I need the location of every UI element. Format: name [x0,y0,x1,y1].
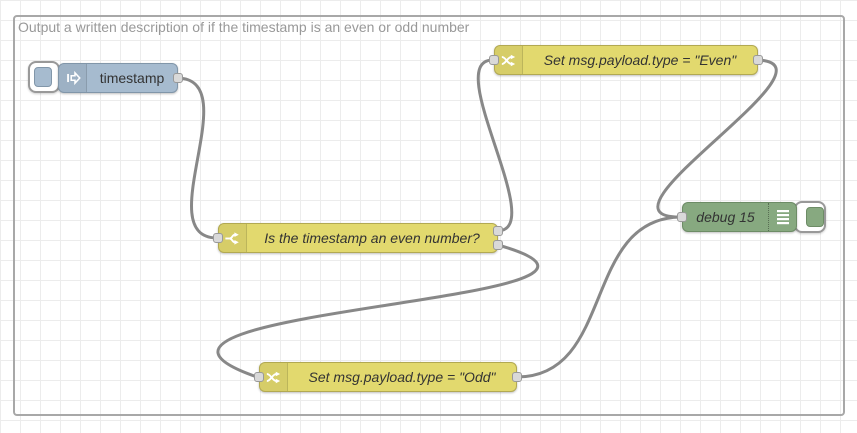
inject-arrow-icon [59,64,87,92]
switch-output-port-1[interactable] [493,226,503,236]
set-odd-input-port[interactable] [254,372,264,382]
node-is-even-switch[interactable]: Is the timestamp an even number? [213,223,503,253]
node-label: debug 15 [696,209,755,225]
node-label: timestamp [99,70,165,86]
timestamp-output-port[interactable] [173,73,183,83]
switch-input-port[interactable] [213,233,223,243]
shuffle-icon [495,46,523,74]
wire-set-even-to-debug[interactable] [656,58,778,219]
debug-input-port[interactable] [677,212,687,222]
node-label: Set msg.payload.type = "Odd" [308,369,496,385]
node-label: Is the timestamp an even number? [264,230,480,246]
set-even-output-port[interactable] [753,55,763,65]
node-set-odd-change[interactable]: Set msg.payload.type = "Odd" [254,362,522,392]
switch-output-port-2[interactable] [493,240,503,250]
wire-switch-out1-to-set-even[interactable] [476,58,514,233]
inject-trigger-button-face [34,67,52,87]
node-set-even-change[interactable]: Set msg.payload.type = "Even" [489,45,763,75]
shuffle-icon [260,363,288,391]
flow-group-outline[interactable] [13,15,845,416]
node-timestamp-inject[interactable]: timestamp [58,63,183,93]
inject-trigger-button[interactable] [28,61,60,93]
node-debug-15[interactable]: debug 15 [677,202,797,232]
list-icon [768,203,796,231]
wire-switch-out2-to-set-odd[interactable] [216,243,539,379]
debug-toggle-button-face [806,207,824,227]
set-even-input-port[interactable] [489,55,499,65]
node-label: Set msg.payload.type = "Even" [543,52,737,68]
set-odd-output-port[interactable] [512,372,522,382]
debug-toggle-button[interactable] [794,201,826,233]
switch-fork-icon [219,224,247,252]
wire-set-odd-to-debug[interactable] [515,215,682,379]
wire-timestamp-to-switch[interactable] [176,76,218,240]
group-label: Output a written description of if the t… [18,19,470,35]
